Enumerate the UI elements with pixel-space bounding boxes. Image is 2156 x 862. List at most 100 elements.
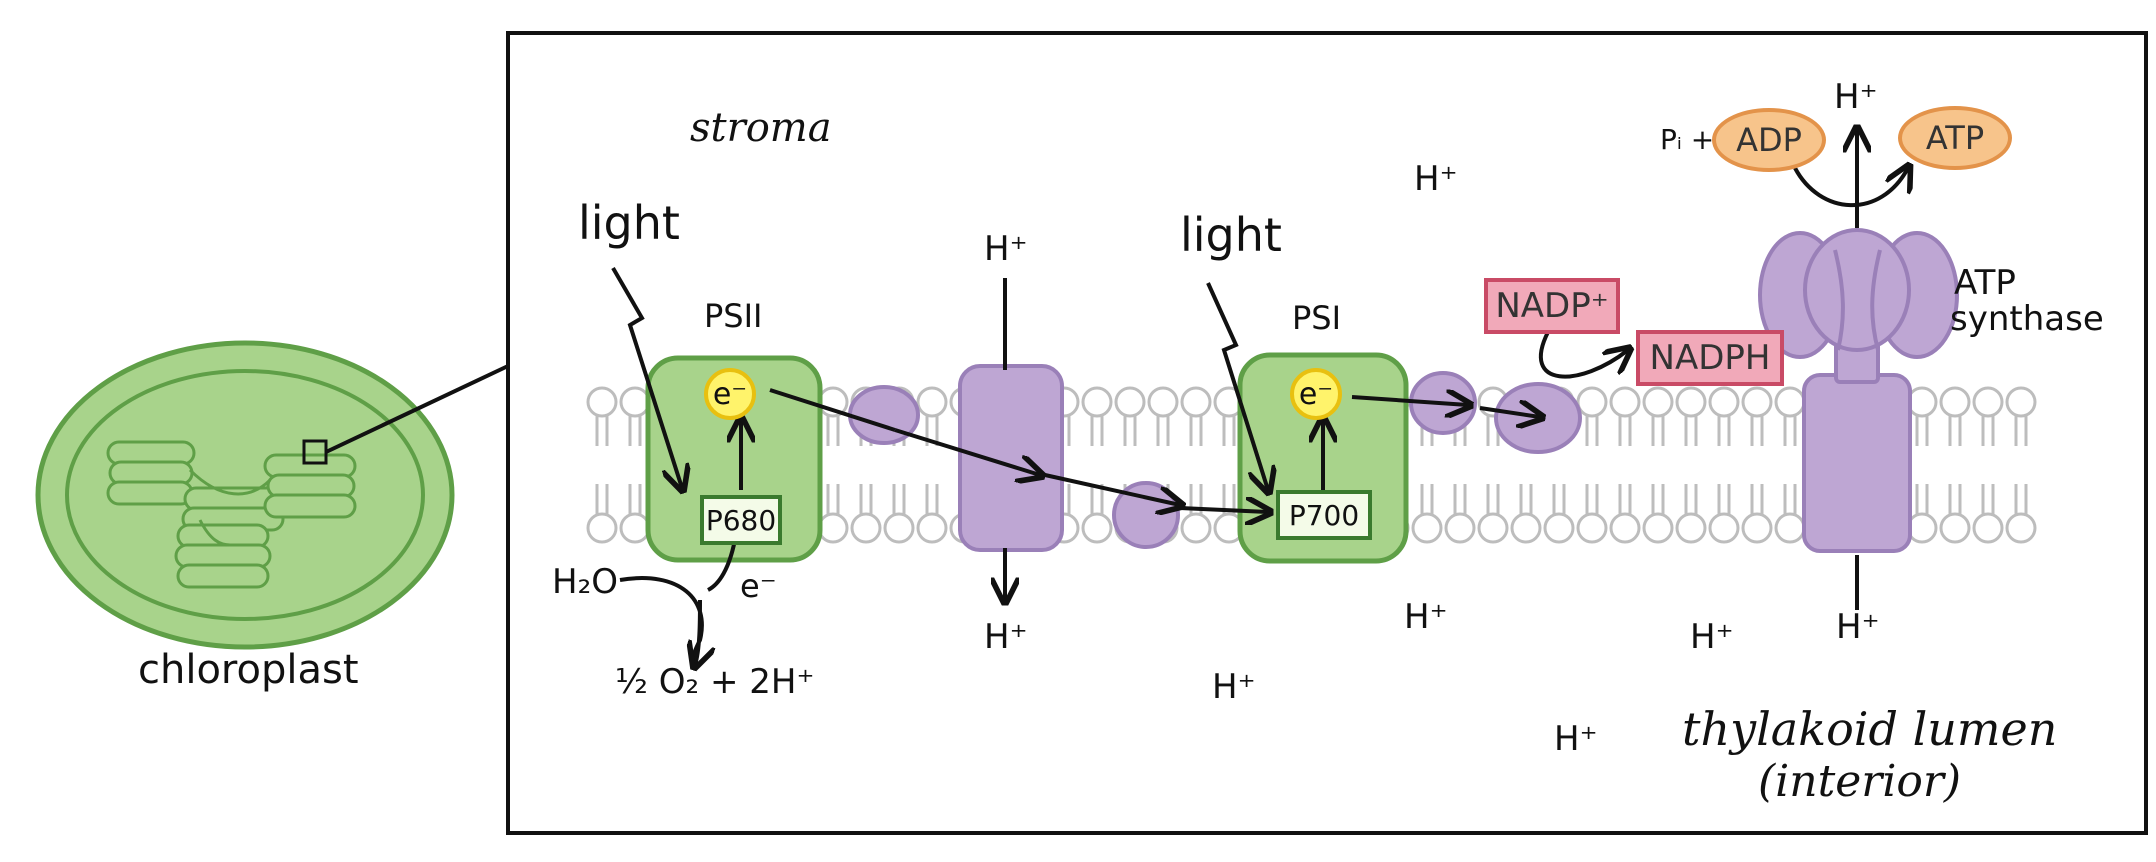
lipid-head [1972,512,2004,544]
lipid-tail [1750,416,1764,446]
lipid-head [1444,512,1476,544]
lipid-tail [1552,484,1566,514]
lipid-head [1675,512,1707,544]
light-label-psii: light [578,196,680,250]
lipid-tail [2014,416,2028,446]
lipid-tail [628,484,642,514]
psii-label: PSII [704,297,763,335]
lipid-tail [1090,416,1104,446]
lipid-head [619,512,651,544]
lipid-head [1642,386,1674,418]
atp-oval: ATP [1898,106,2012,170]
adp-to-atp-arrow [1793,168,1908,208]
water-label: H₂O [552,562,618,602]
lipid-tail [1717,484,1731,514]
lipid-tail [1585,484,1599,514]
lipid-tail [859,484,873,514]
p680-reaction-center: P680 [700,495,782,545]
proton-label-cytochrome-bottom: H⁺ [984,617,1028,657]
excited-electron-burst-psii [704,368,756,420]
lipid-tail [892,484,906,514]
lipid-tail [925,484,939,514]
lipid-tail [1156,416,1170,446]
lipid-tail [1585,416,1599,446]
lipid-tail [1189,416,1203,446]
lipid-head [1642,512,1674,544]
water-splitting-arrow [619,576,702,665]
lipid-head [1741,512,1773,544]
lipid-tail [1486,484,1500,514]
lipid-head [883,512,915,544]
phosphate-label: Pᵢ + [1660,123,1715,156]
thylakoid-lumen-label: thylakoid lumen [1682,702,2058,756]
lipid-head [1543,512,1575,544]
lipid-head [916,386,948,418]
lipid-head [1147,386,1179,418]
lipid-head [1081,386,1113,418]
nadp-plus-box: NADP⁺ [1484,278,1620,334]
lipid-head [2005,386,2037,418]
lipid-tail [1915,416,1929,446]
proton-label-lumen-3: H⁺ [1690,617,1734,657]
lipid-head [1576,512,1608,544]
lipid-tail [1981,416,1995,446]
proton-label-atp-synthase-top: H⁺ [1834,77,1878,117]
psi-label: PSI [1292,299,1342,337]
lipid-head [619,386,651,418]
atp-synthase-label-line1: ATP [1954,263,2016,303]
chloroplast-label: chloroplast [138,647,359,693]
lipid-tail [1750,484,1764,514]
excited-electron-burst-psi [1290,368,1342,420]
lipid-head [2005,512,2037,544]
lipid-head [1609,512,1641,544]
electron-label-psi: e⁻ [1298,376,1334,412]
lipid-head [1708,386,1740,418]
atp-synthase-label-line2: synthase [1950,299,2104,339]
lipid-head [850,512,882,544]
lipid-head [1411,512,1443,544]
lipid-head [1906,512,1938,544]
proton-label-cytochrome-top: H⁺ [984,229,1028,269]
lipid-tail [1684,416,1698,446]
proton-label-atp-synthase-bottom: H⁺ [1836,607,1880,647]
electron-label-psii: e⁻ [712,376,748,412]
lipid-tail [2014,484,2028,514]
lipid-head [1477,512,1509,544]
lipid-head [1741,386,1773,418]
grana-stack-bottom [174,523,272,589]
stroma-label: stroma [690,105,832,151]
lipid-tail [595,416,609,446]
chloroplast-illustration [35,340,509,650]
light-label-psi: light [1180,208,1282,262]
lipid-tail [1783,484,1797,514]
lipid-head [1081,512,1113,544]
proton-label-lumen-2: H⁺ [1212,667,1256,707]
lipid-tail [1915,484,1929,514]
lipid-head [1906,386,1938,418]
electron-transport-path [769,388,1540,512]
lipid-tail [1222,416,1236,446]
proton-label-lumen-4: H⁺ [1554,719,1598,759]
lipid-tail [1948,416,1962,446]
lumen-interior-label: (interior) [1758,756,1962,807]
light-bolt-psi [1206,282,1268,490]
lipid-tail [1519,484,1533,514]
lipid-head [1774,386,1806,418]
lipid-tail [628,416,642,446]
lipid-tail [1123,416,1137,446]
proton-label-lumen-1: H⁺ [1404,597,1448,637]
lipid-head [586,386,618,418]
lipid-head [916,512,948,544]
lipid-head [817,512,849,544]
oxygen-proton-products-label: ½ O₂ + 2H⁺ [615,662,815,702]
nadph-box: NADPH [1636,330,1784,386]
nadp-to-nadph-arrow [1539,331,1628,379]
lipid-head [1675,386,1707,418]
lipid-tail [826,416,840,446]
adp-oval: ADP [1712,108,1826,172]
lipid-tail [1981,484,1995,514]
cytochrome-b6f-complex [958,364,1064,552]
lipid-head [1180,512,1212,544]
lipid-tail [1783,416,1797,446]
